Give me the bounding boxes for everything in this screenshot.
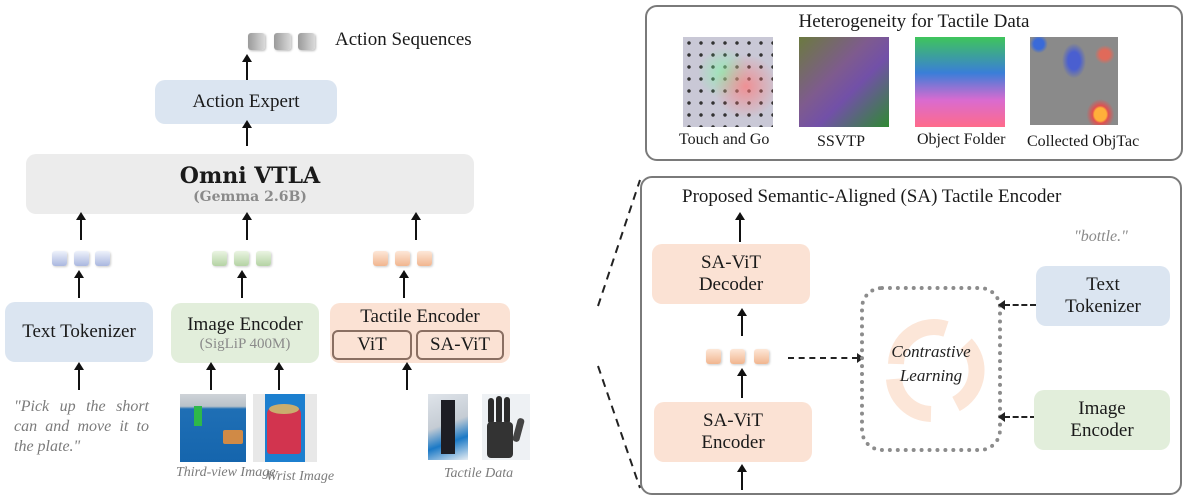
palm bbox=[487, 422, 513, 458]
action-sequences-label: Action Sequences bbox=[335, 29, 472, 50]
dataset-label: Collected ObjTac bbox=[1027, 133, 1140, 150]
collected-objtac-sample bbox=[1030, 37, 1118, 125]
gripper-finger-right bbox=[305, 394, 317, 462]
text-token bbox=[52, 251, 67, 266]
robot-gripper-icon bbox=[194, 406, 202, 426]
contrastive-learning-label: Contrastive Learning bbox=[891, 342, 971, 385]
text-token bbox=[74, 251, 89, 266]
sa-token bbox=[730, 349, 745, 364]
omni-vtla-subtitle: (Gemma 2.6B) bbox=[193, 189, 307, 205]
sa-vit-encoder-label: SA-ViT Encoder bbox=[701, 410, 765, 453]
omni-vtla-box: Omni VTLA (Gemma 2.6B) bbox=[26, 154, 474, 214]
arrow-up-icon bbox=[242, 54, 252, 80]
tactile-token bbox=[417, 251, 432, 266]
dashed-arrow-from-image bbox=[998, 412, 1036, 422]
wrist-caption: Wrist Image bbox=[266, 469, 335, 484]
arrow-up-icon bbox=[399, 270, 409, 298]
sa-image-encoder-box: Image Encoder bbox=[1034, 390, 1170, 450]
instruction-text: "Pick up the short can and move it to th… bbox=[14, 398, 149, 455]
finger bbox=[488, 398, 494, 424]
omni-vtla-title: Omni VTLA bbox=[179, 163, 321, 189]
dashed-arrow-from-text bbox=[998, 300, 1036, 310]
sa-token bbox=[706, 349, 721, 364]
tactile-sensor-image bbox=[428, 394, 468, 460]
zoom-callout-lines bbox=[597, 179, 641, 489]
arrow-up-icon bbox=[737, 308, 747, 336]
arrow-up-icon bbox=[737, 464, 747, 490]
arrow-up-icon bbox=[74, 362, 84, 390]
tactile-token bbox=[373, 251, 388, 266]
sa-encoder-panel: Proposed Semantic-Aligned (SA) Tactile E… bbox=[640, 176, 1182, 495]
sensor-pad-icon bbox=[441, 400, 455, 454]
gripper-finger-left bbox=[253, 394, 265, 462]
object-folder-sample bbox=[915, 37, 1005, 127]
image-token bbox=[234, 251, 249, 266]
action-token bbox=[298, 33, 315, 50]
sa-token bbox=[754, 349, 769, 364]
action-expert-label: Action Expert bbox=[192, 91, 300, 112]
arrow-up-icon bbox=[74, 270, 84, 298]
arrow-up-icon bbox=[242, 212, 252, 240]
vit-box: ViT bbox=[332, 330, 412, 360]
arrow-up-icon bbox=[274, 362, 284, 390]
sa-text-tokenizer-box: Text Tokenizer bbox=[1036, 266, 1170, 326]
sa-vit-box: SA-ViT bbox=[416, 330, 504, 360]
can-lid bbox=[269, 404, 299, 414]
contrastive-learning-box: Contrastive Learning bbox=[860, 286, 1002, 452]
dataset-label: SSVTP bbox=[817, 133, 866, 150]
callout-line-top bbox=[597, 179, 641, 307]
text-tokenizer-label: Text Tokenizer bbox=[22, 321, 136, 342]
heterogeneity-title: Heterogeneity for Tactile Data bbox=[798, 11, 1030, 32]
third-view-caption: Third-view Image bbox=[176, 465, 276, 480]
plate-icon bbox=[223, 430, 243, 444]
finger bbox=[504, 397, 510, 424]
image-encoder-sublabel: (SigLiP 400M) bbox=[199, 335, 291, 352]
ssvtp-sample bbox=[799, 37, 889, 127]
text-token bbox=[95, 251, 110, 266]
dashed-arrow-to-contrastive bbox=[788, 353, 864, 363]
sa-vit-decoder-box: SA-ViT Decoder bbox=[652, 244, 810, 304]
arrow-up-icon bbox=[402, 362, 412, 390]
arrow-up-icon bbox=[76, 212, 86, 240]
cycle-arrows-icon bbox=[886, 319, 985, 422]
image-token bbox=[212, 251, 227, 266]
sa-text-tokenizer-label: Text Tokenizer bbox=[1065, 274, 1141, 317]
arrow-up-icon bbox=[411, 212, 421, 240]
action-token bbox=[274, 33, 291, 50]
image-encoder-box: Image Encoder (SigLiP 400M) bbox=[171, 303, 319, 363]
wrist-image bbox=[253, 394, 317, 462]
action-expert-box: Action Expert bbox=[155, 80, 337, 124]
arrow-up-icon bbox=[242, 120, 252, 146]
arrow-up-icon bbox=[735, 212, 745, 242]
sa-vit-decoder-label: SA-ViT Decoder bbox=[698, 252, 764, 295]
arrow-up-icon bbox=[206, 362, 216, 390]
touch-and-go-sample bbox=[683, 37, 773, 127]
text-tokenizer-box: Text Tokenizer bbox=[5, 302, 153, 362]
finger bbox=[496, 396, 502, 424]
can-icon bbox=[267, 406, 301, 454]
tactile-token bbox=[395, 251, 410, 266]
callout-line-bottom bbox=[597, 365, 641, 489]
heterogeneity-panel: Heterogeneity for Tactile Data Touch and… bbox=[645, 5, 1183, 161]
sa-vit-encoder-box: SA-ViT Encoder bbox=[654, 402, 812, 462]
tactile-encoder-label: Tactile Encoder bbox=[360, 306, 480, 327]
third-view-image bbox=[180, 394, 246, 462]
image-encoder-label: Image Encoder bbox=[187, 313, 303, 335]
sa-encoder-title: Proposed Semantic-Aligned (SA) Tactile E… bbox=[682, 186, 1062, 207]
sa-image-encoder-label: Image Encoder bbox=[1070, 398, 1134, 441]
dataset-label: Touch and Go bbox=[679, 131, 770, 148]
arrow-up-icon bbox=[237, 270, 247, 298]
dataset-label: Object Folder bbox=[917, 131, 1006, 148]
image-token bbox=[256, 251, 271, 266]
robot-hand-image bbox=[482, 394, 530, 460]
text-example: "bottle." bbox=[1074, 228, 1128, 245]
tactile-data-caption: Tactile Data bbox=[444, 466, 514, 481]
action-token bbox=[248, 33, 265, 50]
arrow-up-icon bbox=[737, 368, 747, 398]
